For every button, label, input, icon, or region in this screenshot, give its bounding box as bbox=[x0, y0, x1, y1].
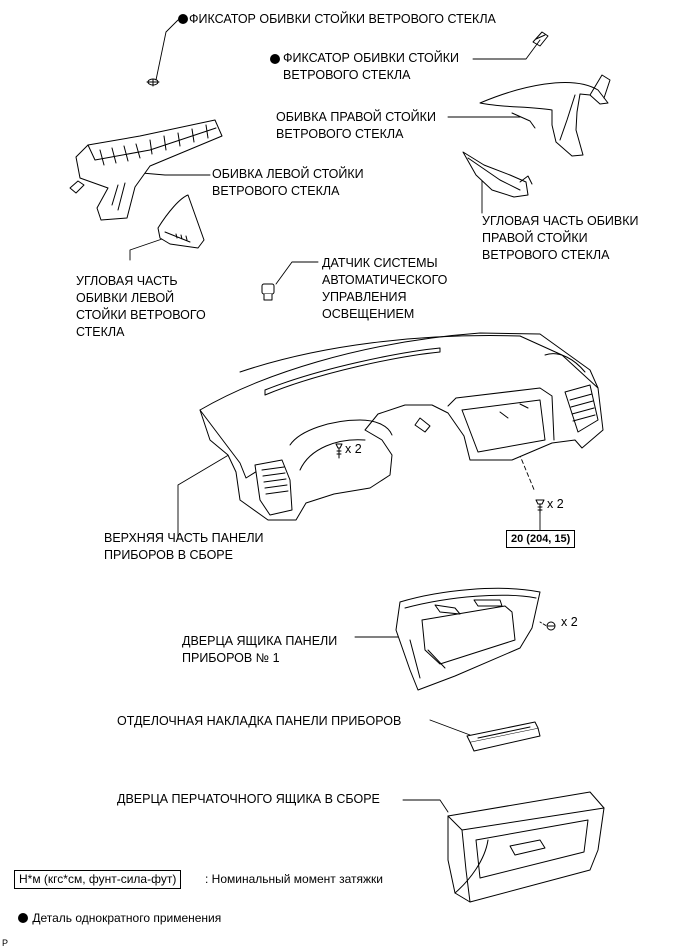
panel-screw-part bbox=[335, 443, 343, 459]
light-sensor-part bbox=[261, 283, 275, 301]
torque-legend-text: : Номинальный момент затяжки bbox=[205, 872, 383, 886]
right-pillar-label: ОБИВКА ПРАВОЙ СТОЙКИ ВЕТРОВОГО СТЕКЛА bbox=[276, 110, 436, 141]
clip-top-label: ФИКСАТОР ОБИВКИ СТОЙКИ ВЕТРОВОГО СТЕКЛА bbox=[178, 11, 496, 28]
glovebox-label: ДВЕРЦА ПЕРЧАТОЧНОГО ЯЩИКА В СБОРЕ bbox=[117, 792, 380, 806]
single-use-legend-text: Деталь однократного применения bbox=[32, 911, 222, 925]
clip-right-label-text: ФИКСАТОР ОБИВКИ СТОЙКИ ВЕТРОВОГО СТЕКЛА bbox=[283, 51, 459, 82]
upper-panel-label: ВЕРХНЯЯ ЧАСТЬ ПАНЕЛИ ПРИБОРОВ В СБОРЕ bbox=[104, 531, 264, 562]
panel-screw-quantity: x 2 bbox=[345, 442, 362, 456]
single-use-dot-icon bbox=[178, 14, 188, 24]
left-corner-label: УГЛОВАЯ ЧАСТЬ ОБИВКИ ЛЕВОЙ СТОЙКИ ВЕТРОВ… bbox=[76, 274, 206, 339]
panel-bolt-quantity: x 2 bbox=[547, 497, 564, 511]
clip-right-label: ФИКСАТОР ОБИВКИ СТОЙКИ ВЕТРОВОГО СТЕКЛА bbox=[270, 50, 459, 84]
sensor-label: ДАТЧИК СИСТЕМЫ АВТОМАТИЧЕСКОГО УПРАВЛЕНИ… bbox=[322, 256, 448, 321]
door1-label: ДВЕРЦА ЯЩИКА ПАНЕЛИ ПРИБОРОВ № 1 bbox=[182, 634, 338, 665]
clip-left-pillar-part bbox=[146, 78, 160, 87]
right-pillar-trim-part bbox=[479, 74, 611, 157]
single-use-legend: Деталь однократного применения bbox=[18, 910, 221, 927]
glove-compartment-door-part bbox=[447, 791, 605, 903]
single-use-dot-icon bbox=[270, 54, 280, 64]
left-corner-trim-part bbox=[157, 194, 205, 249]
right-corner-trim-part bbox=[462, 151, 533, 198]
finish-trim-part bbox=[466, 721, 541, 752]
clip-top-label-text: ФИКСАТОР ОБИВКИ СТОЙКИ ВЕТРОВОГО СТЕКЛА bbox=[189, 12, 496, 26]
left-pillar-label: ОБИВКА ЛЕВОЙ СТОЙКИ ВЕТРОВОГО СТЕКЛА bbox=[212, 167, 364, 198]
instrument-panel-door-part bbox=[395, 587, 541, 691]
torque-legend-box: Н*м (кгс*см, фунт-сила-фут) bbox=[14, 870, 182, 889]
corner-mark: P bbox=[2, 938, 9, 948]
upper-instrument-panel-part bbox=[199, 332, 604, 521]
door-screw-part bbox=[546, 621, 556, 631]
left-pillar-trim-part bbox=[69, 119, 223, 221]
door-screw-quantity: x 2 bbox=[561, 615, 578, 629]
panel-bolt-part bbox=[535, 499, 545, 514]
torque-spec-box: 20 (204, 15) bbox=[506, 530, 576, 548]
right-corner-label: УГЛОВАЯ ЧАСТЬ ОБИВКИ ПРАВОЙ СТОЙКИ ВЕТРО… bbox=[482, 214, 639, 262]
single-use-dot-icon bbox=[18, 913, 28, 923]
finish-trim-label: ОТДЕЛОЧНАЯ НАКЛАДКА ПАНЕЛИ ПРИБОРОВ bbox=[117, 714, 402, 728]
clip-right-pillar-part bbox=[532, 31, 549, 47]
